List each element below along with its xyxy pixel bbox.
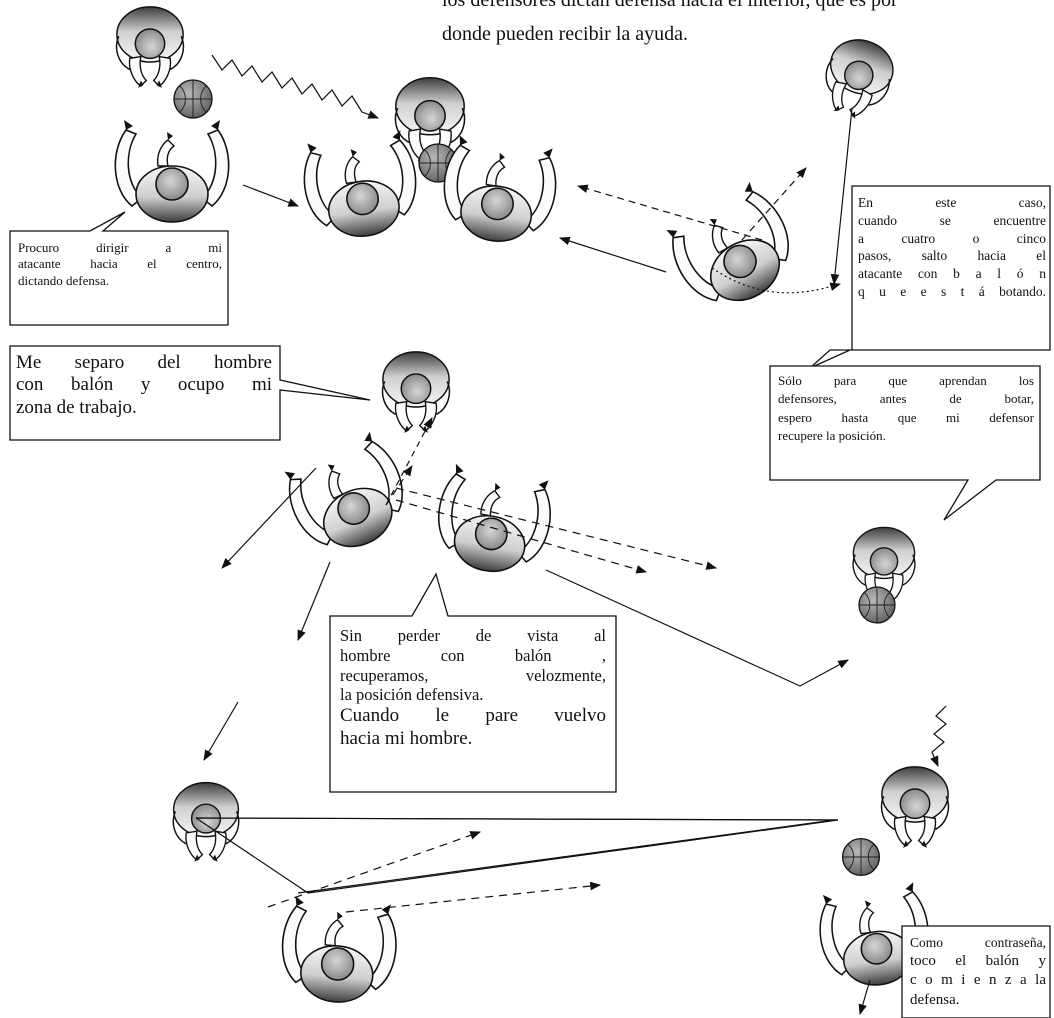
dashed-bottom-2: [345, 881, 602, 913]
callout-salto-line-5: atacante con b a l ó n: [858, 266, 1046, 282]
pass-dashed-top-right: [741, 167, 807, 241]
dotted-jump-path: [711, 267, 842, 294]
callout-box-dirigir: [9, 211, 229, 326]
attacker-top-right: [813, 30, 902, 127]
callout-contrasena-line-3: c o m i e n z a la: [910, 972, 1046, 989]
cut-down-right: [830, 107, 853, 286]
pass-line-mid: [195, 817, 309, 894]
defender-center-left: [298, 128, 424, 245]
callout-salto: En este caso, cuando se encuentre a cuat…: [858, 194, 1046, 301]
callout-dirigir-line-3: dictando defensa.: [18, 272, 109, 288]
callout-contrasena-line-2: toco el balón y: [910, 952, 1046, 969]
callout-box-recuperamos: [329, 572, 617, 793]
callout-dirigir-line-2: atacante hacia el centro,: [18, 256, 222, 272]
callout-aprendan-line-4: recupere la posición.: [778, 428, 886, 444]
callout-separo-line-1: Me separo del hombre: [16, 352, 272, 373]
callout-recuperamos-line-4: la posición defensiva.: [340, 685, 484, 705]
callout-salto-line-1: En este caso,: [858, 195, 1046, 210]
defender-top-right: [658, 176, 809, 324]
callout-contrasena-line-4: defensa.: [910, 991, 960, 1008]
callout-box-contrasena: [901, 925, 1051, 1018]
dashed-bottom-1: [267, 831, 482, 908]
callout-separo: Me separo del hombre con balón y ocupo m…: [16, 352, 272, 419]
move-down-bottom-right: [858, 979, 871, 1016]
callout-separo-line-2: con balón y ocupo mi: [16, 374, 272, 396]
attacker-right-middle: [852, 526, 916, 624]
callout-recuperamos-line-1: Sin perder de vista al: [340, 626, 606, 645]
callout-cuando-line-2: hacia mi hombre.: [340, 727, 473, 749]
callout-aprendan: Sólo para que aprendan los defensores, a…: [778, 372, 1034, 446]
solid-bottom-right: [297, 819, 835, 894]
movement-lines: [195, 54, 947, 1016]
dribble-path-bottom: [930, 705, 947, 767]
dashed-right-1: [395, 499, 648, 574]
header-line-1: los defensores dictan defensa hacia el i…: [442, 0, 898, 11]
dashed-up-middle-2: [385, 417, 433, 506]
solid-to-center: [558, 236, 667, 273]
callout-salto-line-2: cuando se encuentre: [858, 212, 1046, 228]
attacker-bottom-right: [841, 766, 950, 877]
header-line-2: donde pueden recibir la ayuda.: [442, 23, 688, 45]
callout-aprendan-line-2: defensores, antes de botar,: [778, 391, 1034, 407]
callout-box-separo: [9, 345, 371, 441]
dashed-up-middle: [385, 465, 413, 506]
callout-separo-line-3: zona de trabajo.: [16, 396, 137, 418]
callout-aprendan-line-3: espero hasta que mi defensor: [778, 409, 1034, 425]
callout-box-aprendan: [769, 365, 1041, 521]
dashed-to-center: [576, 184, 763, 241]
defender-middle-left: [276, 427, 421, 567]
attacker-middle: [381, 351, 451, 434]
callout-recuperamos-line-3: recuperamos, velozmente,: [340, 665, 606, 685]
callout-contrasena-line-1: Como contraseña,: [910, 935, 1046, 950]
solid-right-down: [545, 569, 849, 687]
callout-salto-line-6: q u e e s t á botando.: [858, 284, 1046, 300]
callout-dirigir-line-1: Procuro dirigir a mi: [18, 240, 222, 255]
move-down-bottom-left: [203, 701, 239, 761]
callout-cuando-line-1: Cuando le pare vuelvo: [340, 705, 606, 727]
callout-salto-line-4: pasos, salto hacia el: [858, 248, 1046, 264]
move-left-down-1: [221, 467, 317, 569]
move-left-down-2: [297, 561, 331, 641]
callout-recuperamos-line-2: hombre con balón ,: [340, 645, 606, 665]
defender-middle-right: [429, 461, 558, 581]
header-caption: los defensores dictan defensa hacia el i…: [442, 0, 898, 45]
callout-salto-line-3: a cuatro o cinco: [858, 230, 1046, 246]
callout-aprendan-line-1: Sólo para que aprendan los: [778, 373, 1034, 388]
callout-dirigir: Procuro dirigir a mi atacante hacia el c…: [18, 240, 222, 289]
defender-bottom-left: [277, 894, 401, 1008]
attacker-top-left: [115, 6, 213, 119]
callout-recuperamos: Sin perder de vista al hombre con balón …: [340, 626, 606, 751]
dribble-path-top: [211, 54, 380, 119]
callout-contrasena: Como contraseña, toco el balón y c o m i…: [910, 934, 1046, 1010]
callout-box-salto: [809, 185, 1051, 369]
pass-line-long: [195, 817, 839, 821]
pass-line-diag: [307, 819, 839, 894]
attacker-bottom-left: [172, 781, 240, 863]
defender-center-right: [436, 133, 562, 250]
defender-top-left: [114, 119, 230, 223]
move-defender-top-left: [242, 184, 300, 207]
